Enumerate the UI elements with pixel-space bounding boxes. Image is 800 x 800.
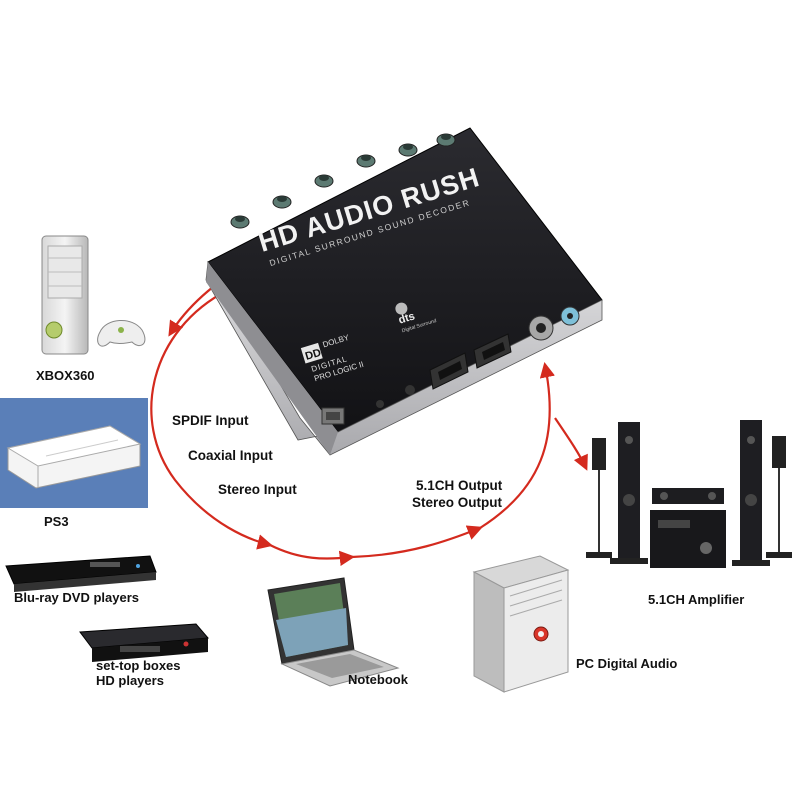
label-spdif-input: SPDIF Input bbox=[172, 413, 249, 428]
label-ps3: PS3 bbox=[44, 514, 69, 529]
front-ports bbox=[321, 306, 580, 425]
speaker-system bbox=[586, 420, 792, 568]
label-xbox360: XBOX360 bbox=[36, 368, 95, 383]
dts-disc-icon bbox=[395, 302, 408, 315]
settop-box bbox=[79, 623, 210, 662]
rca-jack bbox=[356, 154, 376, 168]
rca-jack bbox=[398, 143, 418, 157]
arrow-right-output bbox=[479, 361, 555, 529]
xbox-controller bbox=[97, 320, 146, 347]
dolby-icon: DD bbox=[304, 347, 323, 363]
dts-logo: dts bbox=[397, 310, 416, 326]
label-amplifier: 5.1CH Amplifier bbox=[648, 592, 745, 607]
label-notebook: Notebook bbox=[348, 672, 408, 687]
label-pc-digital-audio: PC Digital Audio bbox=[576, 656, 678, 671]
pc-tower bbox=[472, 555, 570, 693]
label-51ch-output: 5.1CH Output bbox=[416, 478, 503, 493]
label-stereo-input: Stereo Input bbox=[218, 482, 297, 497]
stereo-jack bbox=[376, 400, 384, 408]
xbox360-console bbox=[41, 235, 146, 355]
rca-connectors bbox=[230, 133, 456, 229]
rca-jack bbox=[230, 215, 250, 229]
rca-jack bbox=[314, 174, 334, 188]
decoder-device: HD AUDIO RUSH DIGITAL SURROUND SOUND DEC… bbox=[205, 127, 603, 456]
label-stereo-output: Stereo Output bbox=[412, 495, 502, 510]
arrow-to-amplifier bbox=[554, 417, 588, 471]
rca-jack bbox=[272, 195, 292, 209]
bluray-player bbox=[5, 555, 157, 592]
rca-jack bbox=[436, 133, 456, 147]
arrow-bottom-middle bbox=[269, 544, 356, 567]
label-settop-line2: HD players bbox=[96, 673, 164, 688]
stereo-jack bbox=[405, 385, 415, 395]
label-coaxial-input: Coaxial Input bbox=[188, 448, 273, 463]
arrow-bottom-right bbox=[351, 525, 483, 559]
label-settop-line1: set-top boxes bbox=[96, 658, 181, 673]
label-bluray: Blu-ray DVD players bbox=[14, 590, 139, 605]
notebook-laptop bbox=[267, 577, 400, 687]
ps3-console bbox=[0, 398, 148, 508]
